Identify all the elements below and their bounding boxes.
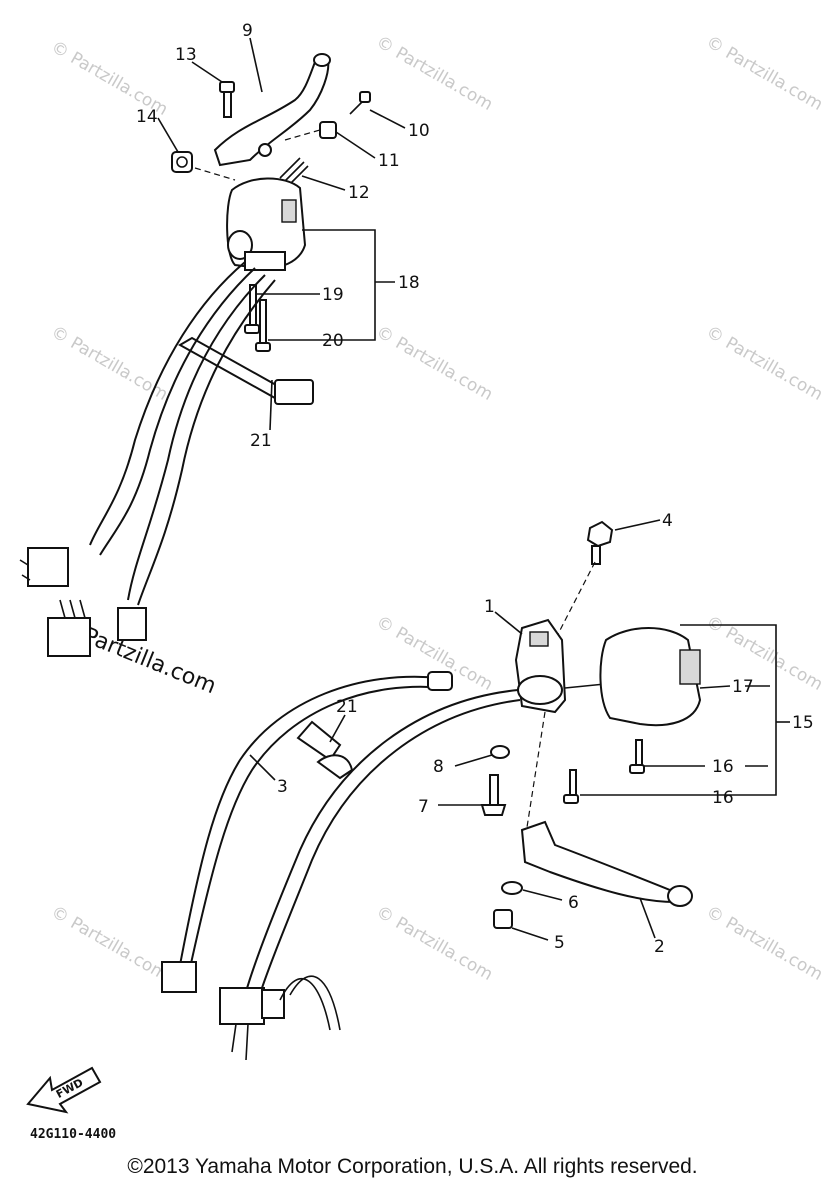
callout-16-b: 16	[712, 788, 734, 808]
callout-21-upper: 21	[250, 431, 272, 451]
part-code: 42G110-4400	[30, 1127, 116, 1142]
bolt-4	[586, 520, 614, 565]
screw-16b	[563, 769, 579, 804]
callout-17: 17	[732, 677, 754, 697]
watermark: © Partzilla.com	[703, 322, 825, 405]
lower-wire-harness	[219, 689, 521, 1061]
callout-15: 15	[792, 713, 814, 733]
lever-holder-1	[514, 618, 567, 714]
lever-2	[520, 820, 693, 907]
fwd-arrow-icon: FWD	[26, 1066, 102, 1114]
watermark: © Partzilla.com	[373, 902, 497, 985]
cable-band-21-lower	[296, 720, 354, 780]
throttle-cable-3	[161, 671, 453, 993]
watermark: © Partzilla.com	[373, 322, 497, 405]
screw-16a	[629, 739, 645, 774]
callout-14: 14	[136, 107, 158, 127]
nut-14	[171, 151, 193, 173]
callout-5: 5	[554, 933, 565, 953]
cable-band-21-upper	[177, 336, 314, 405]
callout-2: 2	[654, 937, 665, 957]
screw-20	[255, 299, 271, 352]
callout-1: 1	[484, 597, 495, 617]
callout-21-lower: 21	[336, 697, 358, 717]
callout-6: 6	[568, 893, 579, 913]
pivot-bolt-13	[219, 81, 235, 118]
watermark: © Partzilla.com	[48, 902, 172, 985]
callout-numbers: 13 9 14 10 11 12 18 19 20 21 4 1 17 15 1…	[136, 21, 814, 957]
callout-18: 18	[398, 273, 420, 293]
screw-10	[349, 91, 371, 115]
leader-lines	[157, 37, 790, 941]
callout-7: 7	[418, 797, 429, 817]
upper-wire-harness	[19, 261, 276, 657]
watermarks: © Partzilla.com © Partzilla.com © Partzi…	[48, 32, 825, 985]
switch-housing-17	[599, 627, 702, 727]
callout-13: 13	[175, 45, 197, 65]
watermark: © Partzilla.com	[703, 32, 825, 115]
callout-8: 8	[433, 757, 444, 777]
nut-5	[493, 909, 513, 929]
nut-11	[319, 121, 337, 139]
lever-9	[213, 53, 331, 167]
handlebar-switch-18	[226, 177, 307, 271]
callout-20: 20	[322, 331, 344, 351]
washer-8	[490, 745, 510, 759]
callout-16-a: 16	[712, 757, 734, 777]
callout-4: 4	[662, 511, 673, 531]
watermark: © Partzilla.com	[373, 32, 497, 115]
callout-19: 19	[322, 285, 344, 305]
copyright-notice: ©2013 Yamaha Motor Corporation, U.S.A. A…	[127, 1155, 698, 1178]
callout-9: 9	[242, 21, 253, 41]
callout-3: 3	[277, 777, 288, 797]
callout-11: 11	[378, 151, 400, 171]
callout-10: 10	[408, 121, 430, 141]
washer-6	[501, 881, 523, 895]
diagram-canvas: © Partzilla.com © Partzilla.com © Partzi…	[19, 21, 825, 1142]
watermark: © Partzilla.com	[703, 902, 825, 985]
callout-12: 12	[348, 183, 370, 203]
bolt-7	[480, 774, 507, 816]
